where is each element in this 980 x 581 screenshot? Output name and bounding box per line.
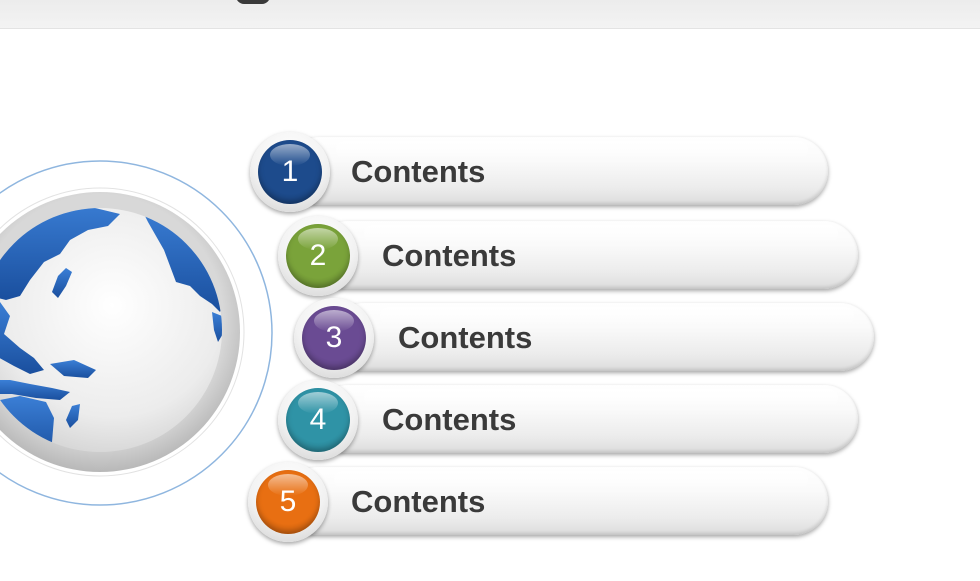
land-indonesia bbox=[0, 380, 70, 400]
list-item-3: Contents 3 bbox=[294, 298, 876, 378]
number-badge: 2 bbox=[286, 224, 350, 288]
list-item-bar bbox=[314, 221, 858, 289]
number-badge-text: 2 bbox=[309, 239, 327, 272]
number-badge-text: 3 bbox=[325, 321, 343, 354]
land-southeast-asia bbox=[0, 300, 44, 374]
number-badge-text: 4 bbox=[309, 403, 327, 436]
list-item-bar bbox=[314, 385, 858, 453]
number-badge-ring: 3 bbox=[294, 298, 374, 378]
list-item-2: Contents 2 bbox=[278, 216, 860, 296]
land-new-guinea bbox=[50, 360, 96, 378]
number-badge-text: 1 bbox=[281, 155, 299, 188]
list-item-label: Contents bbox=[351, 484, 486, 519]
list-item-4: Contents 4 bbox=[278, 380, 860, 460]
list-item-label: Contents bbox=[382, 402, 517, 437]
list-item-bar bbox=[286, 137, 828, 205]
list-item-bar bbox=[284, 467, 828, 535]
list-item-bar bbox=[330, 303, 874, 371]
globe-illustration bbox=[0, 160, 273, 506]
land-new-zealand bbox=[66, 404, 80, 428]
land-japan bbox=[52, 268, 72, 298]
number-badge: 3 bbox=[302, 306, 366, 370]
slide-title-bar bbox=[0, 0, 980, 29]
number-badge-ring: 4 bbox=[278, 380, 358, 460]
list-item-5: Contents 5 bbox=[248, 462, 830, 542]
land-central-america bbox=[212, 312, 222, 342]
number-badge-ring: 5 bbox=[248, 462, 328, 542]
list-item-1: Contents 1 bbox=[250, 132, 830, 212]
list-item-label: Contents bbox=[351, 154, 486, 189]
number-badge-ring: 1 bbox=[250, 132, 330, 212]
number-badge: 5 bbox=[256, 470, 320, 534]
number-badge: 1 bbox=[258, 140, 322, 204]
list-item-label: Contents bbox=[382, 238, 517, 273]
list-item-label: Contents bbox=[398, 320, 533, 355]
globe-orbit-ring bbox=[0, 160, 273, 506]
number-badge: 4 bbox=[286, 388, 350, 452]
slide-title-fragment bbox=[236, 0, 270, 4]
number-badge-text: 5 bbox=[279, 485, 297, 518]
number-badge-ring: 2 bbox=[278, 216, 358, 296]
